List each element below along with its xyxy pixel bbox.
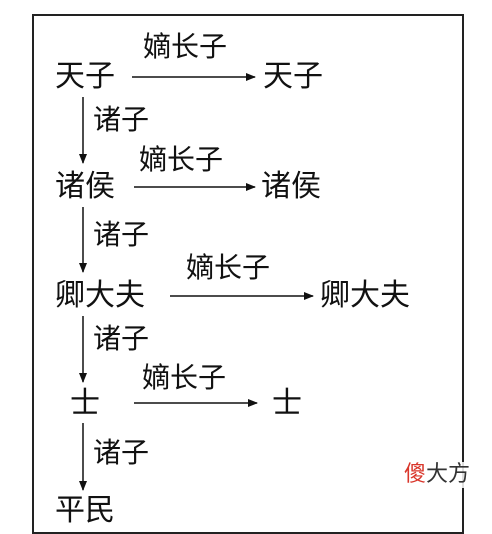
succession-label-1: 嫡长子 (139, 143, 224, 176)
arrows-layer (79, 73, 314, 491)
watermark-part-1: 傻 (404, 462, 427, 487)
succession-label-0: 嫡长子 (143, 30, 228, 63)
descent-label-2: 诸子 (93, 322, 150, 355)
watermark-logo: 傻大方 (402, 462, 473, 488)
descent-label-1: 诸子 (93, 218, 150, 251)
watermark-part-2: 大方 (426, 462, 471, 487)
node-level-4: 平民 (55, 493, 115, 528)
succession-label-2: 嫡长子 (186, 251, 271, 284)
successor-node-3: 士 (272, 386, 302, 421)
node-level-2: 卿大夫 (55, 278, 145, 313)
descent-label-3: 诸子 (93, 436, 150, 469)
node-level-1: 诸侯 (55, 169, 115, 204)
diagram-frame (32, 14, 464, 534)
successor-node-0: 天子 (263, 59, 323, 94)
node-level-3: 士 (70, 386, 100, 421)
node-level-0: 天子 (55, 59, 115, 94)
descent-label-0: 诸子 (93, 103, 150, 136)
successor-node-2: 卿大夫 (320, 278, 410, 313)
succession-label-3: 嫡长子 (142, 361, 227, 394)
successor-node-1: 诸侯 (261, 169, 321, 204)
